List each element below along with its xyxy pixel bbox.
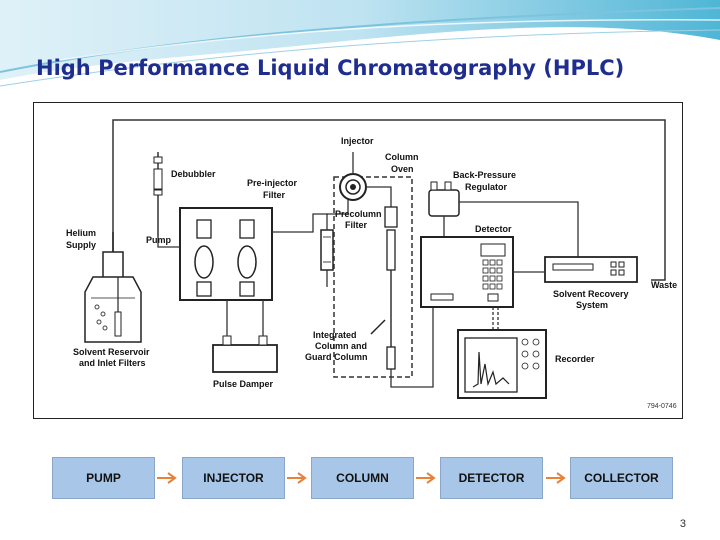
label-precolumn-1: Precolumn <box>335 209 382 219</box>
pump-unit <box>157 207 328 301</box>
label-integrated-2: Column and <box>315 341 367 351</box>
pre-injector-filter <box>320 187 349 287</box>
hplc-diagram: Injector Column Oven Debubbler Pre-injec… <box>33 102 683 419</box>
flow-step-injector: INJECTOR <box>182 457 285 499</box>
label-pump: Pump <box>146 235 172 245</box>
analytical-column <box>384 206 434 388</box>
figure-code: 794-0746 <box>647 403 677 410</box>
label-detector: Detector <box>475 224 512 234</box>
label-helium-2: Supply <box>66 240 96 250</box>
label-pulse-damper: Pulse Damper <box>213 379 274 389</box>
label-injector: Injector <box>341 136 374 146</box>
label-solvent-recovery-1: Solvent Recovery <box>553 289 629 299</box>
label-solvent-reservoir-2: and Inlet Filters <box>79 358 146 368</box>
label-back-pressure-2: Regulator <box>465 182 508 192</box>
label-solvent-recovery-2: System <box>576 300 608 310</box>
pump-head-left <box>194 219 214 297</box>
flow-arrow-icon <box>287 472 307 484</box>
label-back-pressure-1: Back-Pressure <box>453 170 516 180</box>
solvent-recovery-system <box>513 256 638 283</box>
helium-supply <box>102 232 124 281</box>
flow-arrow-icon <box>416 472 436 484</box>
column-oven <box>333 176 413 378</box>
back-pressure-regulator <box>428 181 579 267</box>
label-waste: Waste <box>651 280 677 290</box>
flow-arrow-icon <box>157 472 177 484</box>
flow-arrow-icon <box>546 472 566 484</box>
label-precolumn-2: Filter <box>345 220 368 230</box>
label-integrated-1: Integrated <box>313 330 357 340</box>
label-column-oven-2: Oven <box>391 164 414 174</box>
solvent-reservoir <box>84 276 142 343</box>
label-pre-injector-2: Filter <box>263 190 286 200</box>
debubbler <box>153 152 163 237</box>
injector-valve <box>339 152 392 207</box>
detector <box>420 236 514 330</box>
label-helium-1: Helium <box>66 228 96 238</box>
recorder <box>457 329 547 399</box>
flow-step-pump: PUMP <box>52 457 155 499</box>
label-column-oven-1: Column <box>385 152 419 162</box>
page-number: 3 <box>679 518 686 530</box>
flow-step-collector: COLLECTOR <box>570 457 673 499</box>
label-solvent-reservoir-1: Solvent Reservoir <box>73 347 150 357</box>
header-banner <box>0 0 720 87</box>
pulse-damper <box>212 300 278 373</box>
slide-title: High Performance Liquid Chromatography (… <box>36 56 625 80</box>
label-debubbler: Debubbler <box>171 169 216 179</box>
label-pre-injector-1: Pre-injector <box>247 178 298 188</box>
flow-step-column: COLUMN <box>311 457 414 499</box>
pump-head-right <box>237 219 257 297</box>
tubing-line <box>112 119 666 312</box>
label-integrated-3: Guard Column <box>305 352 368 362</box>
label-recorder: Recorder <box>555 354 595 364</box>
flow-step-detector: DETECTOR <box>440 457 543 499</box>
